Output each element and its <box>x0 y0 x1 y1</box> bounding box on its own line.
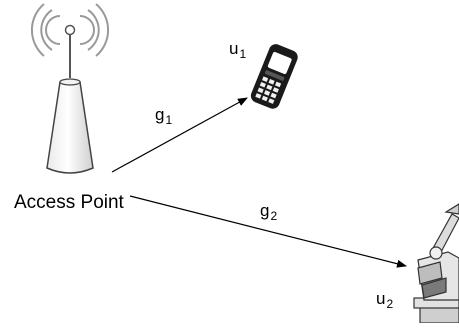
link-g1-label: g1 <box>155 105 172 126</box>
robot-arm-icon <box>413 203 459 324</box>
user2-label-main: u <box>376 289 386 308</box>
user2-label: u2 <box>376 289 393 310</box>
user1-label-main: u <box>229 39 239 58</box>
user2-label-sub: 2 <box>386 297 394 311</box>
antenna-tower-icon <box>30 3 110 174</box>
link-g1-arrow <box>111 97 248 173</box>
access-point-label: Access Point <box>14 192 124 213</box>
link-g2-arrow <box>129 195 407 268</box>
mobile-phone-icon <box>250 44 298 109</box>
user1-label-sub: 1 <box>239 47 247 61</box>
link-g2-label-sub: 2 <box>270 209 278 223</box>
user1-label: u1 <box>229 39 246 60</box>
link-g1-label-sub: 1 <box>165 113 173 127</box>
link-g1-label-main: g <box>155 105 165 124</box>
link-g2-label-main: g <box>260 201 270 220</box>
link-g2-label: g2 <box>260 201 277 222</box>
